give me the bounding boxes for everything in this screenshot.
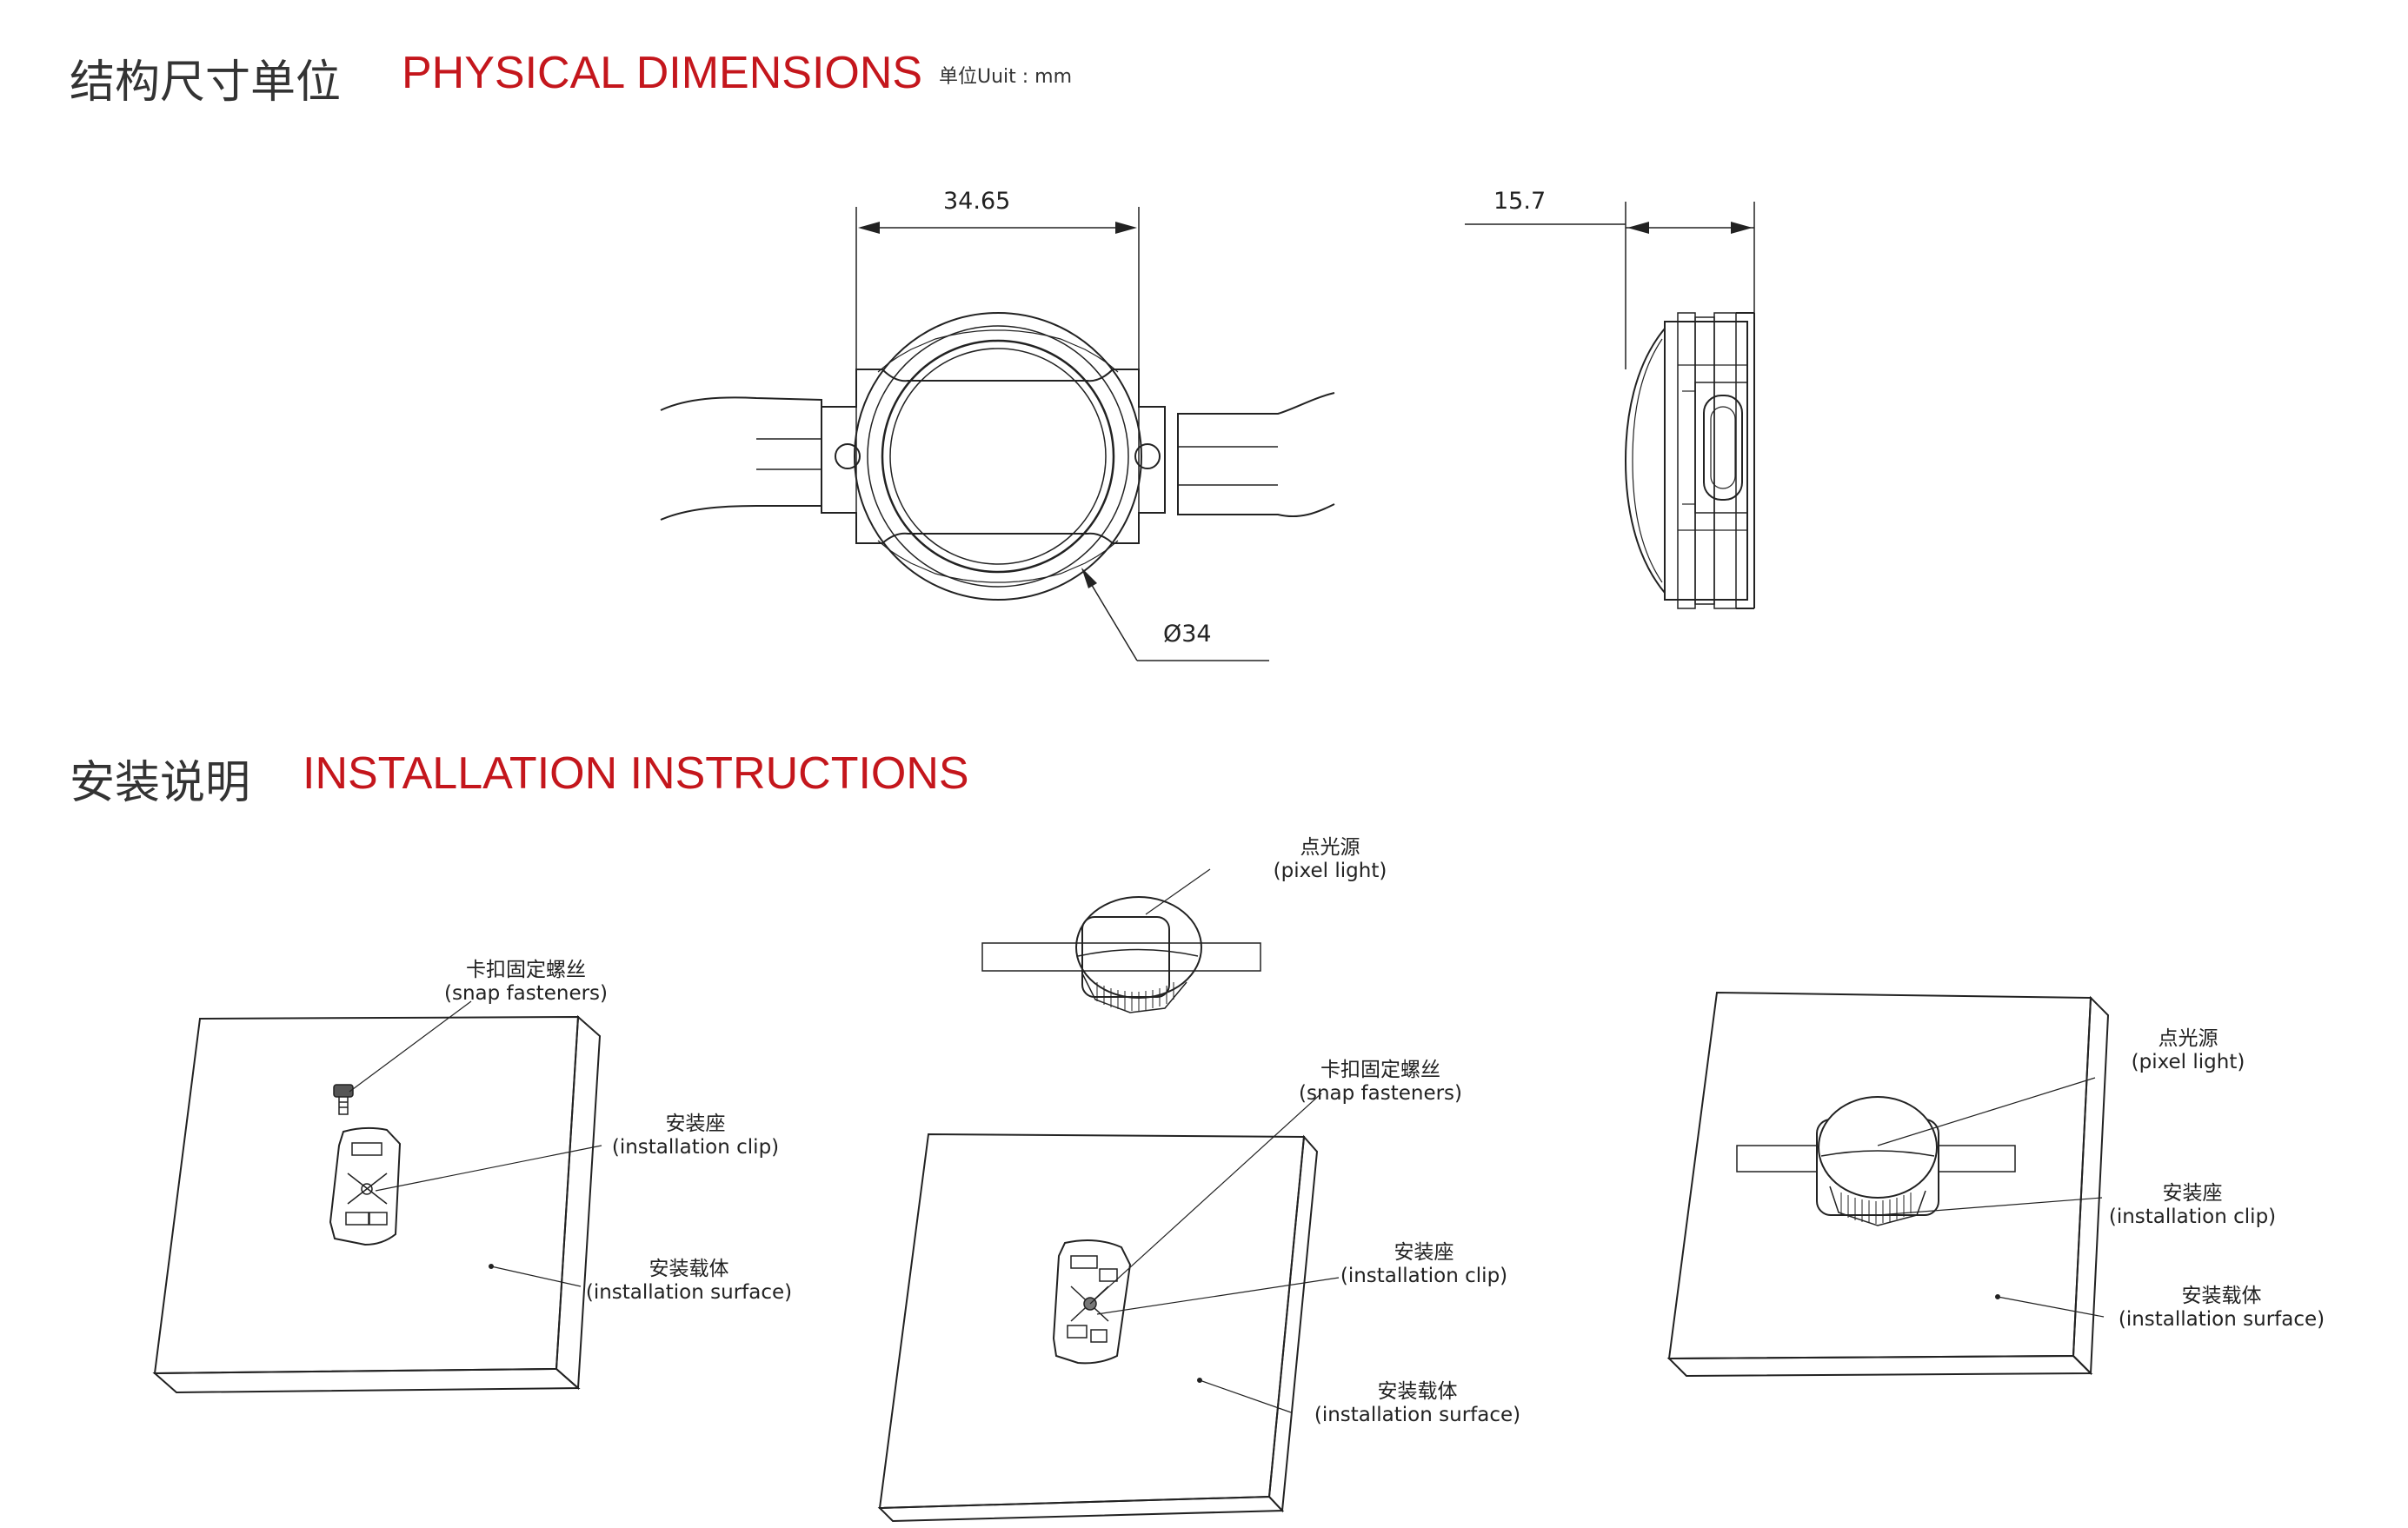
callout-surface-3-en: (installation surface) xyxy=(2118,1308,2325,1331)
dimensions-title-cn: 结构尺寸单位 xyxy=(70,56,342,109)
callout-clip-3-en: (installation clip) xyxy=(2108,1206,2277,1228)
callout-pixel-3-cn: 点光源 xyxy=(2158,1027,2218,1050)
callout-clip-1: 安装座 (installation clip) xyxy=(600,1113,791,1159)
callout-surface-2-cn: 安装载体 xyxy=(1377,1380,1458,1403)
dimension-width: 34.65 xyxy=(943,188,1011,215)
dimension-depth: 15.7 xyxy=(1493,188,1547,215)
callout-clip-2: 安装座 (installation clip) xyxy=(1328,1241,1520,1288)
callout-snap-2-cn: 卡扣固定螺丝 xyxy=(1320,1059,1440,1081)
unit-note: 单位Uuit : mm xyxy=(939,66,1073,88)
pixel-light-top xyxy=(982,869,1261,1013)
callout-snap-1: 卡扣固定螺丝 (snap fasteners) xyxy=(439,959,613,1006)
side-view xyxy=(1465,202,1754,608)
callout-surface-1: 安装载体 (installation surface) xyxy=(578,1258,800,1305)
callout-clip-1-en: (installation clip) xyxy=(611,1136,780,1159)
callout-surface-2: 安装载体 (installation surface) xyxy=(1307,1380,1528,1427)
callout-clip-3: 安装座 (installation clip) xyxy=(2097,1182,2288,1229)
installation-title-cn: 安装说明 xyxy=(70,757,251,809)
callout-snap-1-cn: 卡扣固定螺丝 xyxy=(466,959,586,981)
front-view xyxy=(661,207,1334,661)
installation-title-en: INSTALLATION INSTRUCTIONS xyxy=(303,748,969,799)
dimension-diameter: Ø34 xyxy=(1163,621,1212,648)
callout-clip-2-cn: 安装座 xyxy=(1394,1241,1454,1264)
callout-surface-1-en: (installation surface) xyxy=(585,1281,793,1304)
installation-panel-3 xyxy=(1669,993,2108,1376)
callout-pixel-3-en: (pixel light) xyxy=(2131,1051,2245,1073)
callout-snap-2: 卡扣固定螺丝 (snap fasteners) xyxy=(1294,1059,1467,1106)
installation-panel-1 xyxy=(155,1001,602,1392)
dimensions-title-en: PHYSICAL DIMENSIONS xyxy=(402,48,923,98)
callout-pixel-top-cn: 点光源 xyxy=(1300,836,1360,859)
callout-surface-3: 安装载体 (installation surface) xyxy=(2111,1285,2332,1332)
callout-snap-1-en: (snap fasteners) xyxy=(443,982,609,1005)
callout-clip-2-en: (installation clip) xyxy=(1340,1265,1508,1287)
callout-pixel-top: 点光源 (pixel light) xyxy=(1256,836,1404,883)
callout-surface-3-cn: 安装载体 xyxy=(2181,1285,2262,1307)
callout-clip-3-cn: 安装座 xyxy=(2162,1182,2223,1205)
installation-panel-2 xyxy=(880,1093,1339,1521)
callout-clip-1-cn: 安装座 xyxy=(665,1113,726,1135)
callout-pixel-3: 点光源 (pixel light) xyxy=(2114,1027,2262,1074)
callout-snap-2-en: (snap fasteners) xyxy=(1298,1082,1463,1105)
callout-surface-2-en: (installation surface) xyxy=(1314,1404,1521,1426)
callout-pixel-top-en: (pixel light) xyxy=(1273,860,1387,882)
callout-surface-1-cn: 安装载体 xyxy=(649,1258,729,1280)
